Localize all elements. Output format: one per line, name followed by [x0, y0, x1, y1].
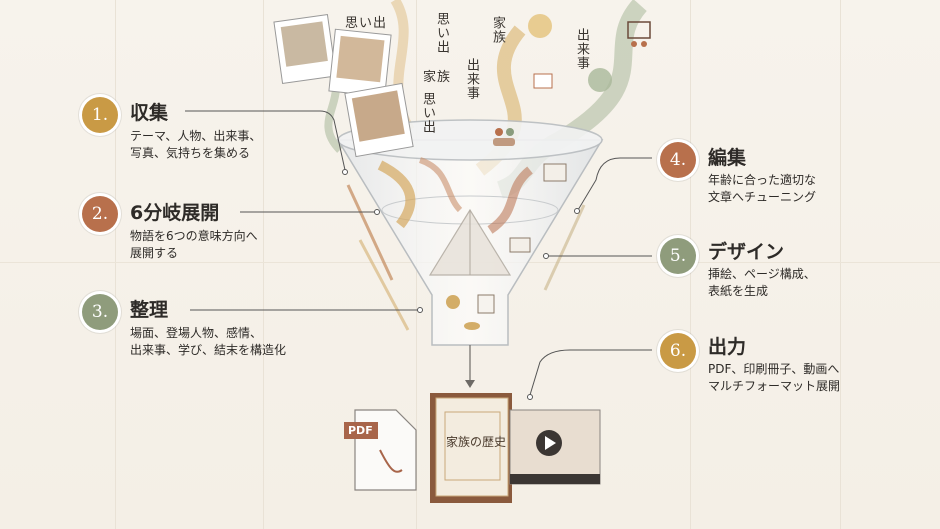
- pdf-file-icon: [344, 409, 417, 491]
- floating-word: 家族: [423, 70, 452, 85]
- floating-word: 出来事: [464, 58, 479, 100]
- step-title: 整理: [130, 299, 169, 321]
- video-player: [509, 409, 601, 485]
- step-description: 年齢に合った適切な文章へチューニング: [708, 173, 817, 204]
- presentation-icon: [627, 21, 651, 47]
- step-number-badge: 4.: [660, 142, 696, 178]
- step-description: テーマ、人物、出来事、写真、気持ちを集める: [130, 129, 262, 160]
- book-title: 家族の歴史: [446, 435, 507, 449]
- floating-word: 思い出: [345, 16, 388, 31]
- photo-polaroid-2: [328, 28, 392, 98]
- database-icon: [464, 322, 480, 330]
- step-description: 場面、登場人物、感情、出来事、学び、結末を構造化: [130, 326, 287, 357]
- step-number-badge: 2.: [82, 196, 118, 232]
- family-history-book: [430, 393, 512, 503]
- step-description: 挿絵、ページ構成、表紙を生成: [708, 267, 816, 298]
- sad-face-icon: [588, 68, 612, 92]
- step-number-badge: 3.: [82, 294, 118, 330]
- step-title: デザイン: [708, 241, 785, 263]
- floating-word: 家族: [490, 16, 505, 44]
- smile-face-icon: [528, 14, 552, 38]
- down-arrow-icon: [465, 380, 475, 388]
- pdf-label: PDF: [348, 424, 373, 437]
- photo-polaroid-1: [273, 13, 337, 85]
- step-number-badge: 5.: [660, 238, 696, 274]
- floating-word: 思い出: [420, 92, 435, 134]
- step-title: 6分岐展開: [130, 202, 220, 224]
- floating-word: 思い出: [434, 12, 449, 54]
- image-icon: [543, 163, 567, 182]
- step-title: 出力: [708, 336, 747, 358]
- step-number-badge: 1.: [82, 97, 118, 133]
- chart-icon: [533, 73, 553, 89]
- pie-chart-icon: [446, 295, 460, 309]
- id-card-icon: [509, 237, 531, 253]
- step-title: 収集: [130, 102, 169, 124]
- step-number-badge: 6.: [660, 333, 696, 369]
- floating-word: 出来事: [574, 28, 589, 70]
- step-description: PDF、印刷冊子、動画へマルチフォーマット展開: [708, 362, 841, 393]
- play-icon: [545, 436, 556, 450]
- step-title: 編集: [708, 147, 747, 169]
- step-description: 物語を6つの意味方向へ展開する: [130, 229, 258, 260]
- photo-polaroid-3: [344, 82, 414, 158]
- document-icon: [477, 294, 495, 314]
- people-icon: [493, 128, 515, 146]
